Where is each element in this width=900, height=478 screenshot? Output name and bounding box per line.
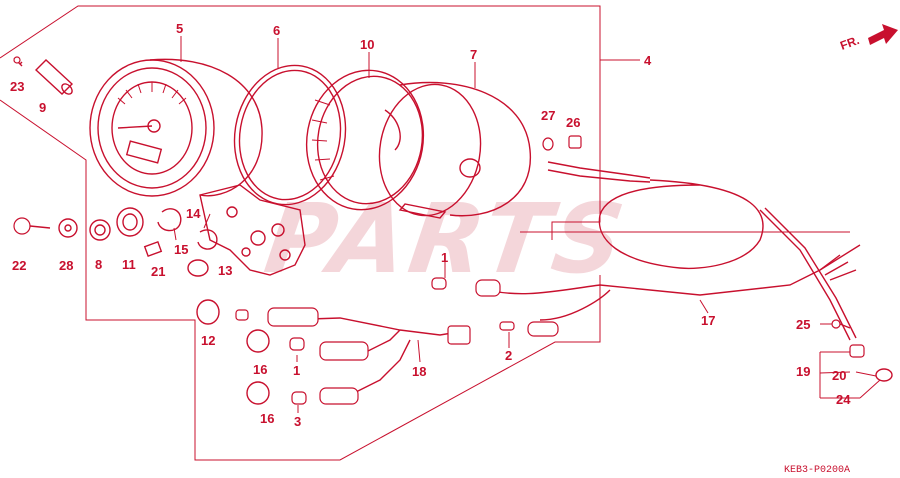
callout-3: 3 (294, 414, 301, 429)
main-harness-18 (267, 307, 471, 405)
screw-25 (831, 319, 841, 329)
callout-14: 14 (186, 206, 201, 221)
callout-26: 26 (566, 115, 580, 130)
speedometer-cable (542, 135, 857, 341)
callout-23: 23 (10, 79, 24, 94)
callout-20: 20 (832, 368, 846, 383)
bulbs (196, 277, 515, 405)
bulb-1b (289, 337, 305, 351)
callout-18: 18 (412, 364, 426, 379)
speedometer (89, 58, 263, 197)
front-direction-label: FR. (838, 33, 861, 53)
callout-15: 15 (174, 242, 188, 257)
callout-16b: 16 (260, 411, 274, 426)
small-hardware (13, 207, 218, 277)
nut-27 (542, 137, 554, 151)
nut-26 (568, 135, 582, 149)
grommet-11 (116, 207, 144, 237)
callout-11: 11 (122, 257, 136, 272)
grommet-20 (849, 344, 865, 358)
bulb-2 (499, 321, 515, 331)
bulb-1a (431, 277, 447, 290)
cable-end-hardware (831, 319, 893, 382)
collar-15 (157, 208, 182, 232)
socket-12 (196, 299, 220, 325)
callout-7: 7 (470, 47, 477, 62)
diagram-code: KEB3-P0200A (784, 465, 850, 476)
callout-21: 21 (151, 264, 165, 279)
sub-harness-17 (475, 244, 861, 337)
bolt-22 (13, 217, 31, 235)
watermark-text: PARTS (259, 182, 635, 294)
front-direction-arrow: FR. (838, 24, 898, 53)
callout-22: 22 (12, 258, 26, 273)
callout-24: 24 (836, 392, 851, 407)
mounting-bracket (199, 184, 306, 276)
grommet-8 (89, 219, 111, 241)
callout-8: 8 (95, 257, 102, 272)
callout-4: 4 (644, 53, 652, 68)
arrow-icon (868, 24, 898, 45)
callout-28: 28 (59, 258, 73, 273)
outer-case (378, 81, 531, 219)
collar-14 (197, 229, 218, 250)
socket-16a (246, 329, 270, 353)
bulb-3 (291, 391, 307, 405)
callout-labels: 1 1 2 3 4 5 6 7 8 9 10 11 12 13 14 15 16… (10, 21, 851, 429)
callout-10: 10 (360, 37, 374, 52)
callout-9: 9 (39, 100, 46, 115)
callout-13: 13 (218, 263, 232, 278)
callout-1a: 1 (441, 250, 448, 265)
ring-24 (875, 368, 893, 382)
ring-13 (187, 259, 209, 277)
leader-lines (173, 36, 881, 413)
washer-28 (58, 218, 78, 238)
callout-27: 27 (541, 108, 555, 123)
trip-knob-assembly (13, 56, 74, 95)
callout-1b: 1 (293, 363, 300, 378)
inner-case (305, 69, 425, 211)
callout-19: 19 (796, 364, 810, 379)
assembly-outline (0, 5, 850, 461)
callout-6: 6 (273, 23, 280, 38)
socket-16b (246, 381, 270, 405)
callout-2: 2 (505, 348, 512, 363)
callout-16a: 16 (253, 362, 267, 377)
callout-25: 25 (796, 317, 810, 332)
callout-17: 17 (701, 313, 715, 328)
clip-21 (143, 241, 163, 257)
callout-5: 5 (176, 21, 183, 36)
callout-12: 12 (201, 333, 215, 348)
